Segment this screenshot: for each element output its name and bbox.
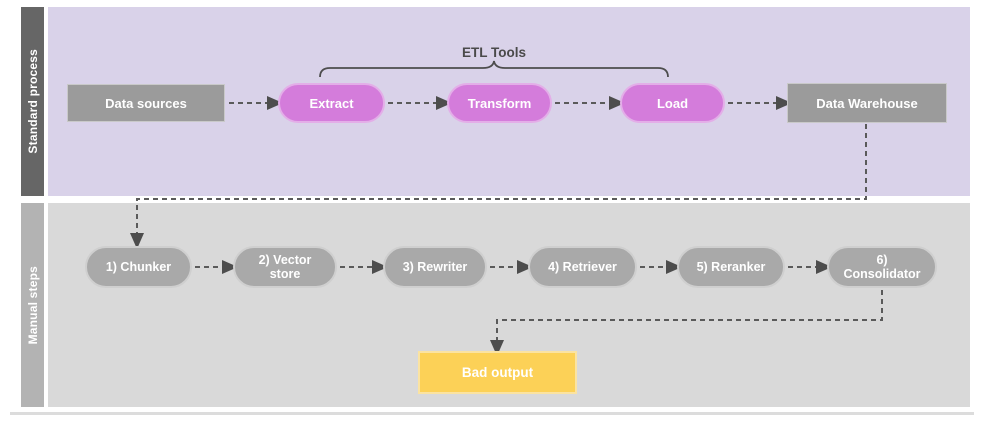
node-data-warehouse: Data Warehouse — [787, 83, 947, 123]
node-reranker: 5) Reranker — [677, 246, 785, 288]
node-data-sources: Data sources — [67, 84, 225, 122]
node-data-sources-label: Data sources — [105, 95, 187, 111]
node-reranker-label: 5) Reranker — [696, 259, 766, 274]
node-extract: Extract — [278, 83, 385, 123]
node-load-label: Load — [656, 95, 689, 111]
node-consolidator-label: 6) Consolidator — [843, 252, 921, 281]
node-transform-label: Transform — [467, 95, 532, 111]
lane-header-manual-steps: Manual steps — [21, 203, 44, 407]
node-rewriter: 3) Rewriter — [383, 246, 487, 288]
etl-tools-label: ETL Tools — [462, 45, 526, 60]
lane-label-standard-process: Standard process — [25, 49, 40, 154]
bottom-divider-line — [10, 412, 974, 415]
node-consolidator: 6) Consolidator — [827, 246, 937, 288]
node-retriever: 4) Retriever — [528, 246, 637, 288]
node-extract-label: Extract — [309, 95, 354, 111]
node-transform: Transform — [447, 83, 552, 123]
lane-header-standard-process: Standard process — [21, 7, 44, 196]
node-rewriter-label: 3) Rewriter — [402, 259, 468, 274]
node-vector-store-label: 2) Vector store — [258, 252, 312, 281]
node-bad-output-label: Bad output — [461, 365, 534, 380]
node-vector-store: 2) Vector store — [233, 246, 337, 288]
node-chunker-label: 1) Chunker — [105, 259, 172, 274]
lane-label-manual-steps: Manual steps — [25, 265, 40, 345]
node-load: Load — [620, 83, 725, 123]
node-retriever-label: 4) Retriever — [548, 259, 617, 274]
node-data-warehouse-label: Data Warehouse — [816, 95, 918, 111]
node-chunker: 1) Chunker — [85, 246, 192, 288]
node-bad-output: Bad output — [418, 351, 577, 394]
